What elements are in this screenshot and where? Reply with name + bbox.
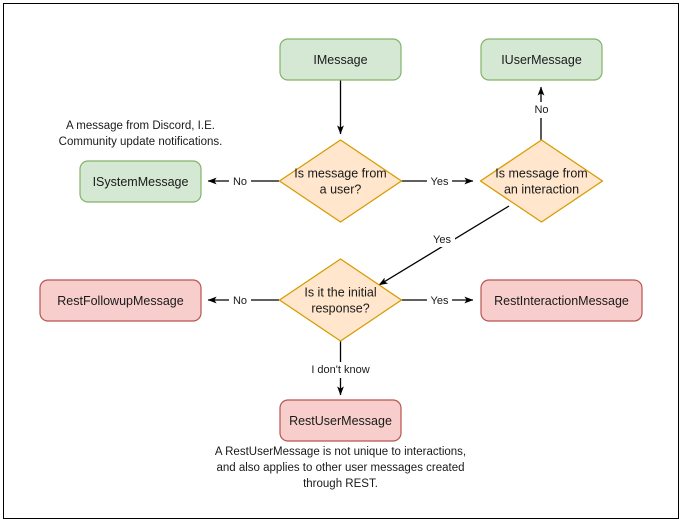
is-message-from-a-user-diamond[interactable] xyxy=(278,139,403,223)
restusermessage-label: RestUserMessage xyxy=(289,414,392,428)
is-message-from-an-interaction-label-line2: an interaction xyxy=(504,182,579,196)
restfollowupmessage-box[interactable] xyxy=(39,279,202,322)
node-imessage[interactable]: IMessage xyxy=(279,38,402,81)
edge-interaction-question-to-initial-response: Yes xyxy=(378,205,510,286)
is-it-the-initial-response-label-line1: Is it the initial xyxy=(304,285,376,299)
edge-label-yes-interaction: Yes xyxy=(431,176,449,188)
node-is-message-from-an-interaction[interactable]: Is message from an interaction xyxy=(479,139,604,223)
node-restinteractionmessage[interactable]: RestInteractionMessage xyxy=(480,279,643,322)
node-is-message-from-a-user[interactable]: Is message from a user? xyxy=(278,139,403,223)
restusermessage-box[interactable] xyxy=(279,399,402,442)
edge-label-i-dont-know: I don't know xyxy=(311,364,369,376)
edge-label-no-systemmessage: No xyxy=(233,176,247,188)
edge-label-yes-initial-response: Yes xyxy=(433,234,451,246)
is-message-from-a-user-label-line2: a user? xyxy=(320,182,362,196)
node-is-it-the-initial-response[interactable]: Is it the initial response? xyxy=(278,258,403,342)
imessage-box[interactable] xyxy=(279,38,402,81)
edge-initial-response-to-restinteractionmessage: Yes xyxy=(401,292,474,308)
is-message-from-a-user-label-line1: Is message from xyxy=(294,166,386,180)
note-rest-user-message: A RestUserMessage is not unique to inter… xyxy=(215,446,466,490)
edge-initial-response-to-restusermessage: I don't know xyxy=(301,341,380,396)
isystemmessage-box[interactable] xyxy=(79,160,202,203)
system-message-note-line1: A message from Discord, I.E. xyxy=(66,120,215,132)
imessage-label: IMessage xyxy=(313,53,367,67)
edge-interaction-question-to-iusermessage: No xyxy=(530,86,553,140)
iusermessage-box[interactable] xyxy=(480,38,603,81)
isystemmessage-label: ISystemMessage xyxy=(93,175,189,189)
edge-initial-response-to-restfollowupmessage: No xyxy=(207,292,279,308)
node-restfollowupmessage[interactable]: RestFollowupMessage xyxy=(39,279,202,322)
system-message-note-line2: Community update notifications. xyxy=(59,136,223,148)
rest-user-message-note-line1: A RestUserMessage is not unique to inter… xyxy=(215,446,466,458)
is-it-the-initial-response-diamond[interactable] xyxy=(278,258,403,342)
is-message-from-an-interaction-diamond[interactable] xyxy=(479,139,604,223)
note-system-message: A message from Discord, I.E. Community u… xyxy=(59,120,223,148)
restfollowupmessage-label: RestFollowupMessage xyxy=(57,294,183,308)
node-isystemmessage[interactable]: ISystemMessage xyxy=(79,160,202,203)
edge-label-no-restfollowup: No xyxy=(233,295,247,307)
node-iusermessage[interactable]: IUserMessage xyxy=(480,38,603,81)
node-restusermessage[interactable]: RestUserMessage xyxy=(279,399,402,442)
edge-label-yes-restinteraction: Yes xyxy=(431,295,449,307)
rest-user-message-note-line3: through REST. xyxy=(303,478,378,490)
restinteractionmessage-label: RestInteractionMessage xyxy=(494,294,629,308)
restinteractionmessage-box[interactable] xyxy=(480,279,643,322)
edge-user-question-to-interaction-question: Yes xyxy=(401,173,474,189)
iusermessage-label: IUserMessage xyxy=(501,53,582,67)
is-message-from-an-interaction-label-line1: Is message from xyxy=(495,166,587,180)
edge-user-question-to-isystemmessage: No xyxy=(207,173,279,189)
is-it-the-initial-response-label-line2: response? xyxy=(311,301,369,315)
edge-label-no-iusermessage: No xyxy=(534,104,548,116)
rest-user-message-note-line2: and also applies to other user messages … xyxy=(216,462,464,474)
